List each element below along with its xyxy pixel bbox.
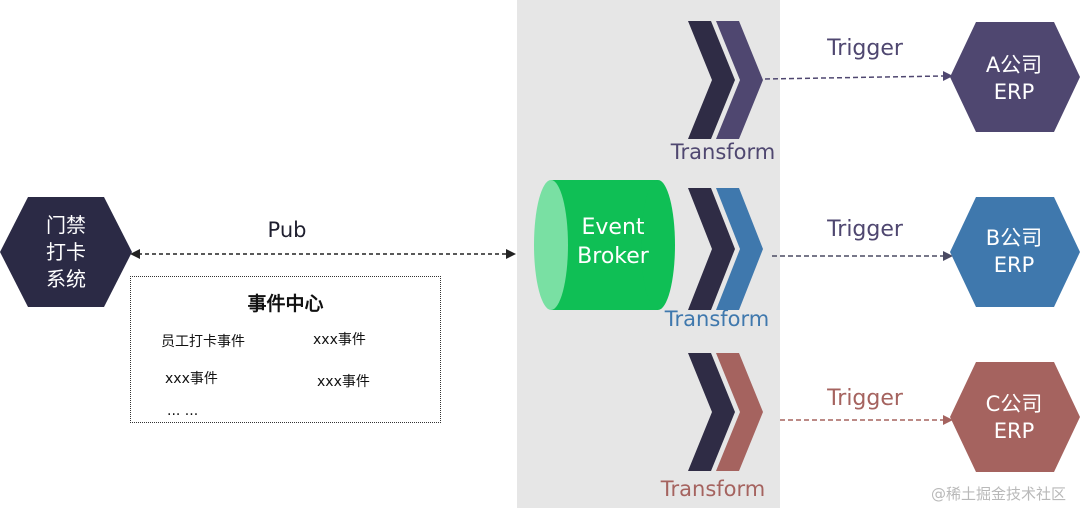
target-label-c-line-1: C公司: [986, 392, 1043, 416]
broker-label-line-2: Broker: [577, 244, 650, 269]
target-hexagon-c: [950, 362, 1080, 472]
event-item: xxx事件: [165, 371, 218, 387]
pub-arrowhead-right: [506, 249, 516, 259]
source-label-line-3: 系统: [46, 267, 86, 291]
target-label-a-line-1: A公司: [986, 53, 1042, 77]
trigger-label-c: Trigger: [826, 386, 904, 411]
trigger-arrowhead-b: [943, 251, 953, 261]
target-hexagon-b: [950, 197, 1080, 307]
transform-chevron-light-c: [716, 353, 763, 471]
broker-cylinder-body: [551, 180, 658, 310]
event-item: xxx事件: [313, 332, 366, 348]
branch-c: Transform Trigger C公司 ERP: [660, 353, 1080, 501]
transform-label-b: Transform: [664, 307, 769, 331]
branch-a: Transform Trigger A公司 ERP: [670, 21, 1080, 164]
target-label-c-line-2: ERP: [994, 419, 1035, 443]
source-label-line-2: 打卡: [46, 240, 86, 264]
source-hexagon: [0, 197, 132, 307]
event-item: xxx事件: [317, 374, 370, 390]
trigger-dashed-line-a: [764, 75, 944, 80]
watermark: @稀土掘金技术社区: [930, 485, 1066, 503]
source-node: 门禁 打卡 系统: [0, 197, 132, 307]
transform-chevron-dark-b: [688, 188, 735, 310]
event-item: 员工打卡事件: [161, 334, 245, 350]
target-label-b-line-1: B公司: [986, 226, 1042, 250]
trigger-arrowhead-a: [943, 71, 953, 81]
branch-b: Transform Trigger B公司 ERP: [664, 188, 1080, 331]
trigger-arrowhead-c: [943, 415, 953, 425]
event-item-ellipsis: ... ...: [167, 403, 199, 419]
transform-chevron-dark-a: [688, 21, 735, 139]
transform-chevron-light-b: [716, 188, 763, 310]
trigger-label-b: Trigger: [826, 217, 904, 242]
target-label-a-line-2: ERP: [994, 80, 1035, 104]
trigger-label-a: Trigger: [826, 36, 904, 61]
source-label-line-1: 门禁: [46, 213, 86, 237]
broker-cylinder-left-end: [534, 180, 568, 310]
transform-label-c: Transform: [660, 477, 765, 501]
transform-label-a: Transform: [670, 140, 775, 164]
event-broker: Event Broker: [534, 180, 675, 310]
transform-chevron-light-a: [716, 21, 763, 139]
target-label-b-line-2: ERP: [994, 253, 1035, 277]
pub-arrowhead-left: [130, 249, 140, 259]
event-center-title: 事件中心: [247, 293, 324, 315]
broker-cylinder-right-end: [641, 180, 675, 310]
pub-label: Pub: [268, 218, 307, 242]
transform-chevron-dark-c: [688, 353, 735, 471]
pub-connector: Pub: [130, 218, 516, 259]
event-center-box: 事件中心 员工打卡事件 xxx事件 xxx事件 xxx事件 ... ...: [130, 276, 441, 423]
target-hexagon-a: [950, 22, 1080, 132]
broker-label-line-1: Event: [581, 215, 644, 240]
